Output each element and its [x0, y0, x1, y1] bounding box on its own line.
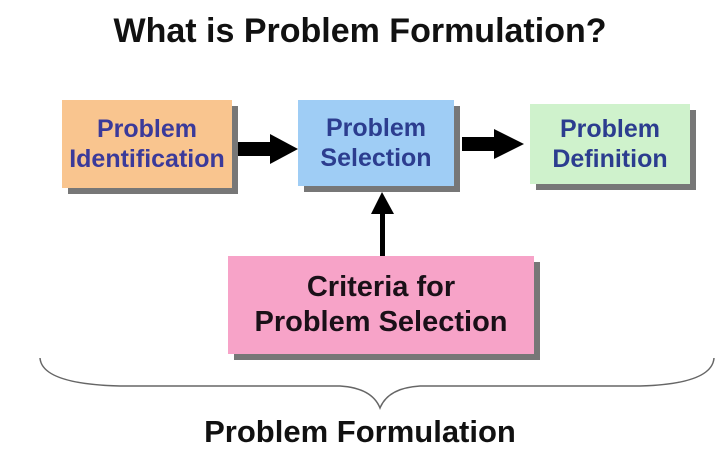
box-label-line: Identification [69, 145, 225, 173]
box-label-line: Problem [559, 115, 660, 143]
arrow-criteria-to-selection [371, 192, 394, 256]
box-label-line: Problem [96, 115, 198, 143]
box-label-line: Definition [552, 145, 668, 173]
diagram-title: What is Problem Formulation? [113, 12, 607, 50]
box-label-line: Problem [325, 114, 427, 142]
arrow-identification-to-selection [238, 134, 298, 164]
brace-label: Problem Formulation [204, 414, 516, 449]
box-label-line: Criteria for [306, 271, 456, 304]
brace [39, 357, 715, 411]
box-label-line: Selection [320, 144, 432, 172]
box-label-line: Problem Selection [254, 306, 508, 338]
arrow-selection-to-definition [462, 129, 524, 159]
